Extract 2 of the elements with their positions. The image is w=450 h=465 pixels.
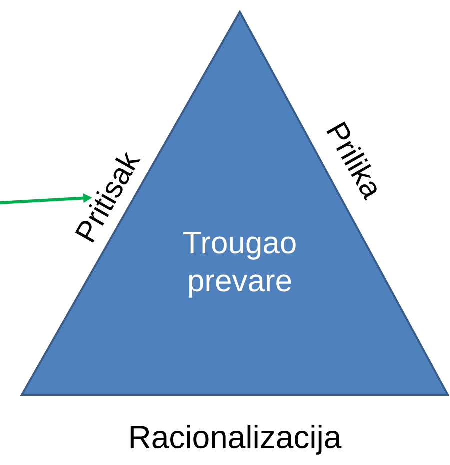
side-label: Prilika [326,122,377,201]
base-label: Racionalizacija [130,425,342,455]
